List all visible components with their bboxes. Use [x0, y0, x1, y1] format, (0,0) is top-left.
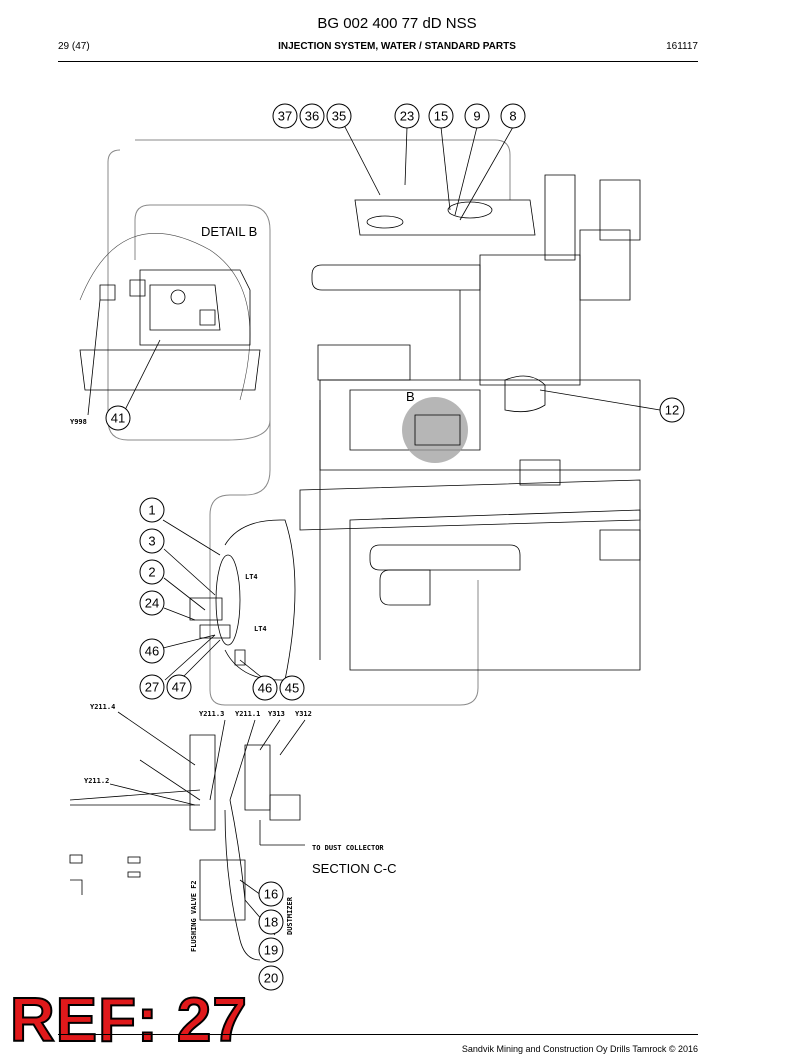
section-title: INJECTION SYSTEM, WATER / STANDARD PARTS [278, 41, 516, 52]
bubble-12: 12 [659, 397, 685, 423]
y211-4-label: Y211.4 [90, 703, 115, 711]
dustmizer-label: DUSTMIZER [286, 896, 294, 935]
bubble-16: 16 [258, 881, 284, 907]
bubble-18: 18 [258, 909, 284, 935]
bubble-20-label: 20 [264, 971, 278, 986]
ref-stamp: REF: 27 [9, 985, 248, 1056]
bubble-47-label: 47 [172, 680, 186, 695]
bubble-41-label: 41 [111, 411, 125, 426]
tank-sketch [189, 519, 296, 681]
bubble-12-label: 12 [665, 403, 679, 418]
bubble-36: 36 [299, 103, 325, 129]
footer-rule [58, 1034, 698, 1035]
dust-collector-label: TO DUST COLLECTOR [312, 844, 384, 852]
bubble-24: 24 [139, 590, 165, 616]
bubble-3: 3 [139, 528, 165, 554]
bubble-3-label: 3 [148, 534, 155, 549]
y313-label: Y313 [268, 710, 285, 718]
detail-b-sketch [79, 233, 261, 416]
bubble-15: 15 [428, 103, 454, 129]
bubble-15-label: 15 [434, 109, 448, 124]
bubble-23: 23 [394, 103, 420, 129]
callout-frame [135, 139, 511, 200]
bubble-19-label: 19 [264, 943, 278, 958]
leader-lines [109, 126, 661, 936]
bubble-16-label: 16 [264, 887, 278, 902]
y211-3-label: Y211.3 [199, 710, 224, 718]
header-rule [58, 61, 698, 62]
bubble-37-label: 37 [278, 109, 292, 124]
bubble-47: 47 [166, 674, 192, 700]
y211-1-label: Y211.1 [235, 710, 260, 718]
bubble-19: 19 [258, 937, 284, 963]
bubble-8: 8 [500, 103, 526, 129]
y211-2-label: Y211.2 [84, 777, 109, 785]
detail-b-label: DETAIL B [201, 224, 257, 239]
detail-b-frame [107, 149, 271, 441]
lt4-label-a: LT4 [245, 573, 258, 581]
bubble-8-label: 8 [509, 109, 516, 124]
bubble-20: 20 [258, 965, 284, 991]
detail-b-highlight [402, 397, 468, 463]
bubble-24-label: 24 [145, 596, 159, 611]
bubble-36-label: 36 [305, 109, 319, 124]
bubble-46-label: 46 [145, 644, 159, 659]
page-number: 29 (47) [58, 41, 90, 52]
y312-label: Y312 [295, 710, 312, 718]
bubble-2: 2 [139, 559, 165, 585]
section-frame [209, 300, 479, 706]
flushing-valve-label: FLUSHING VALVE F2 [190, 880, 198, 952]
bubble-1-label: 1 [148, 503, 155, 518]
bubble-2-label: 2 [148, 565, 155, 580]
bubble-46: 46 [139, 638, 165, 664]
document-title: BG 002 400 77 dD NSS [317, 15, 477, 32]
bubble-9: 9 [464, 103, 490, 129]
b-marker-label: B [406, 389, 415, 404]
bubble-35-label: 35 [332, 109, 346, 124]
bubble-27: 27 [139, 674, 165, 700]
bubble-9-label: 9 [473, 109, 480, 124]
bubble-35: 35 [326, 103, 352, 129]
bubble-45-label: 45 [285, 681, 299, 696]
section-cc-sketch [69, 734, 305, 961]
bubble-46-b: 46 [252, 675, 278, 701]
document-code: 161117 [666, 41, 698, 52]
lt4-label-b: LT4 [254, 625, 267, 633]
bubble-45: 45 [279, 675, 305, 701]
section-cc-label: SECTION C-C [312, 861, 397, 876]
bubble-41: 41 [105, 405, 131, 431]
component-12-sketch [504, 375, 546, 413]
bubble-1: 1 [139, 497, 165, 523]
bubble-23-label: 23 [400, 109, 414, 124]
y998-label: Y998 [70, 418, 87, 426]
footer-copyright: Sandvik Mining and Construction Oy Drill… [461, 1044, 698, 1054]
bubble-27-label: 27 [145, 680, 159, 695]
machine-body [299, 174, 641, 671]
bubble-37: 37 [272, 103, 298, 129]
bubble-46-b-label: 46 [258, 681, 272, 696]
bubble-18-label: 18 [264, 915, 278, 930]
